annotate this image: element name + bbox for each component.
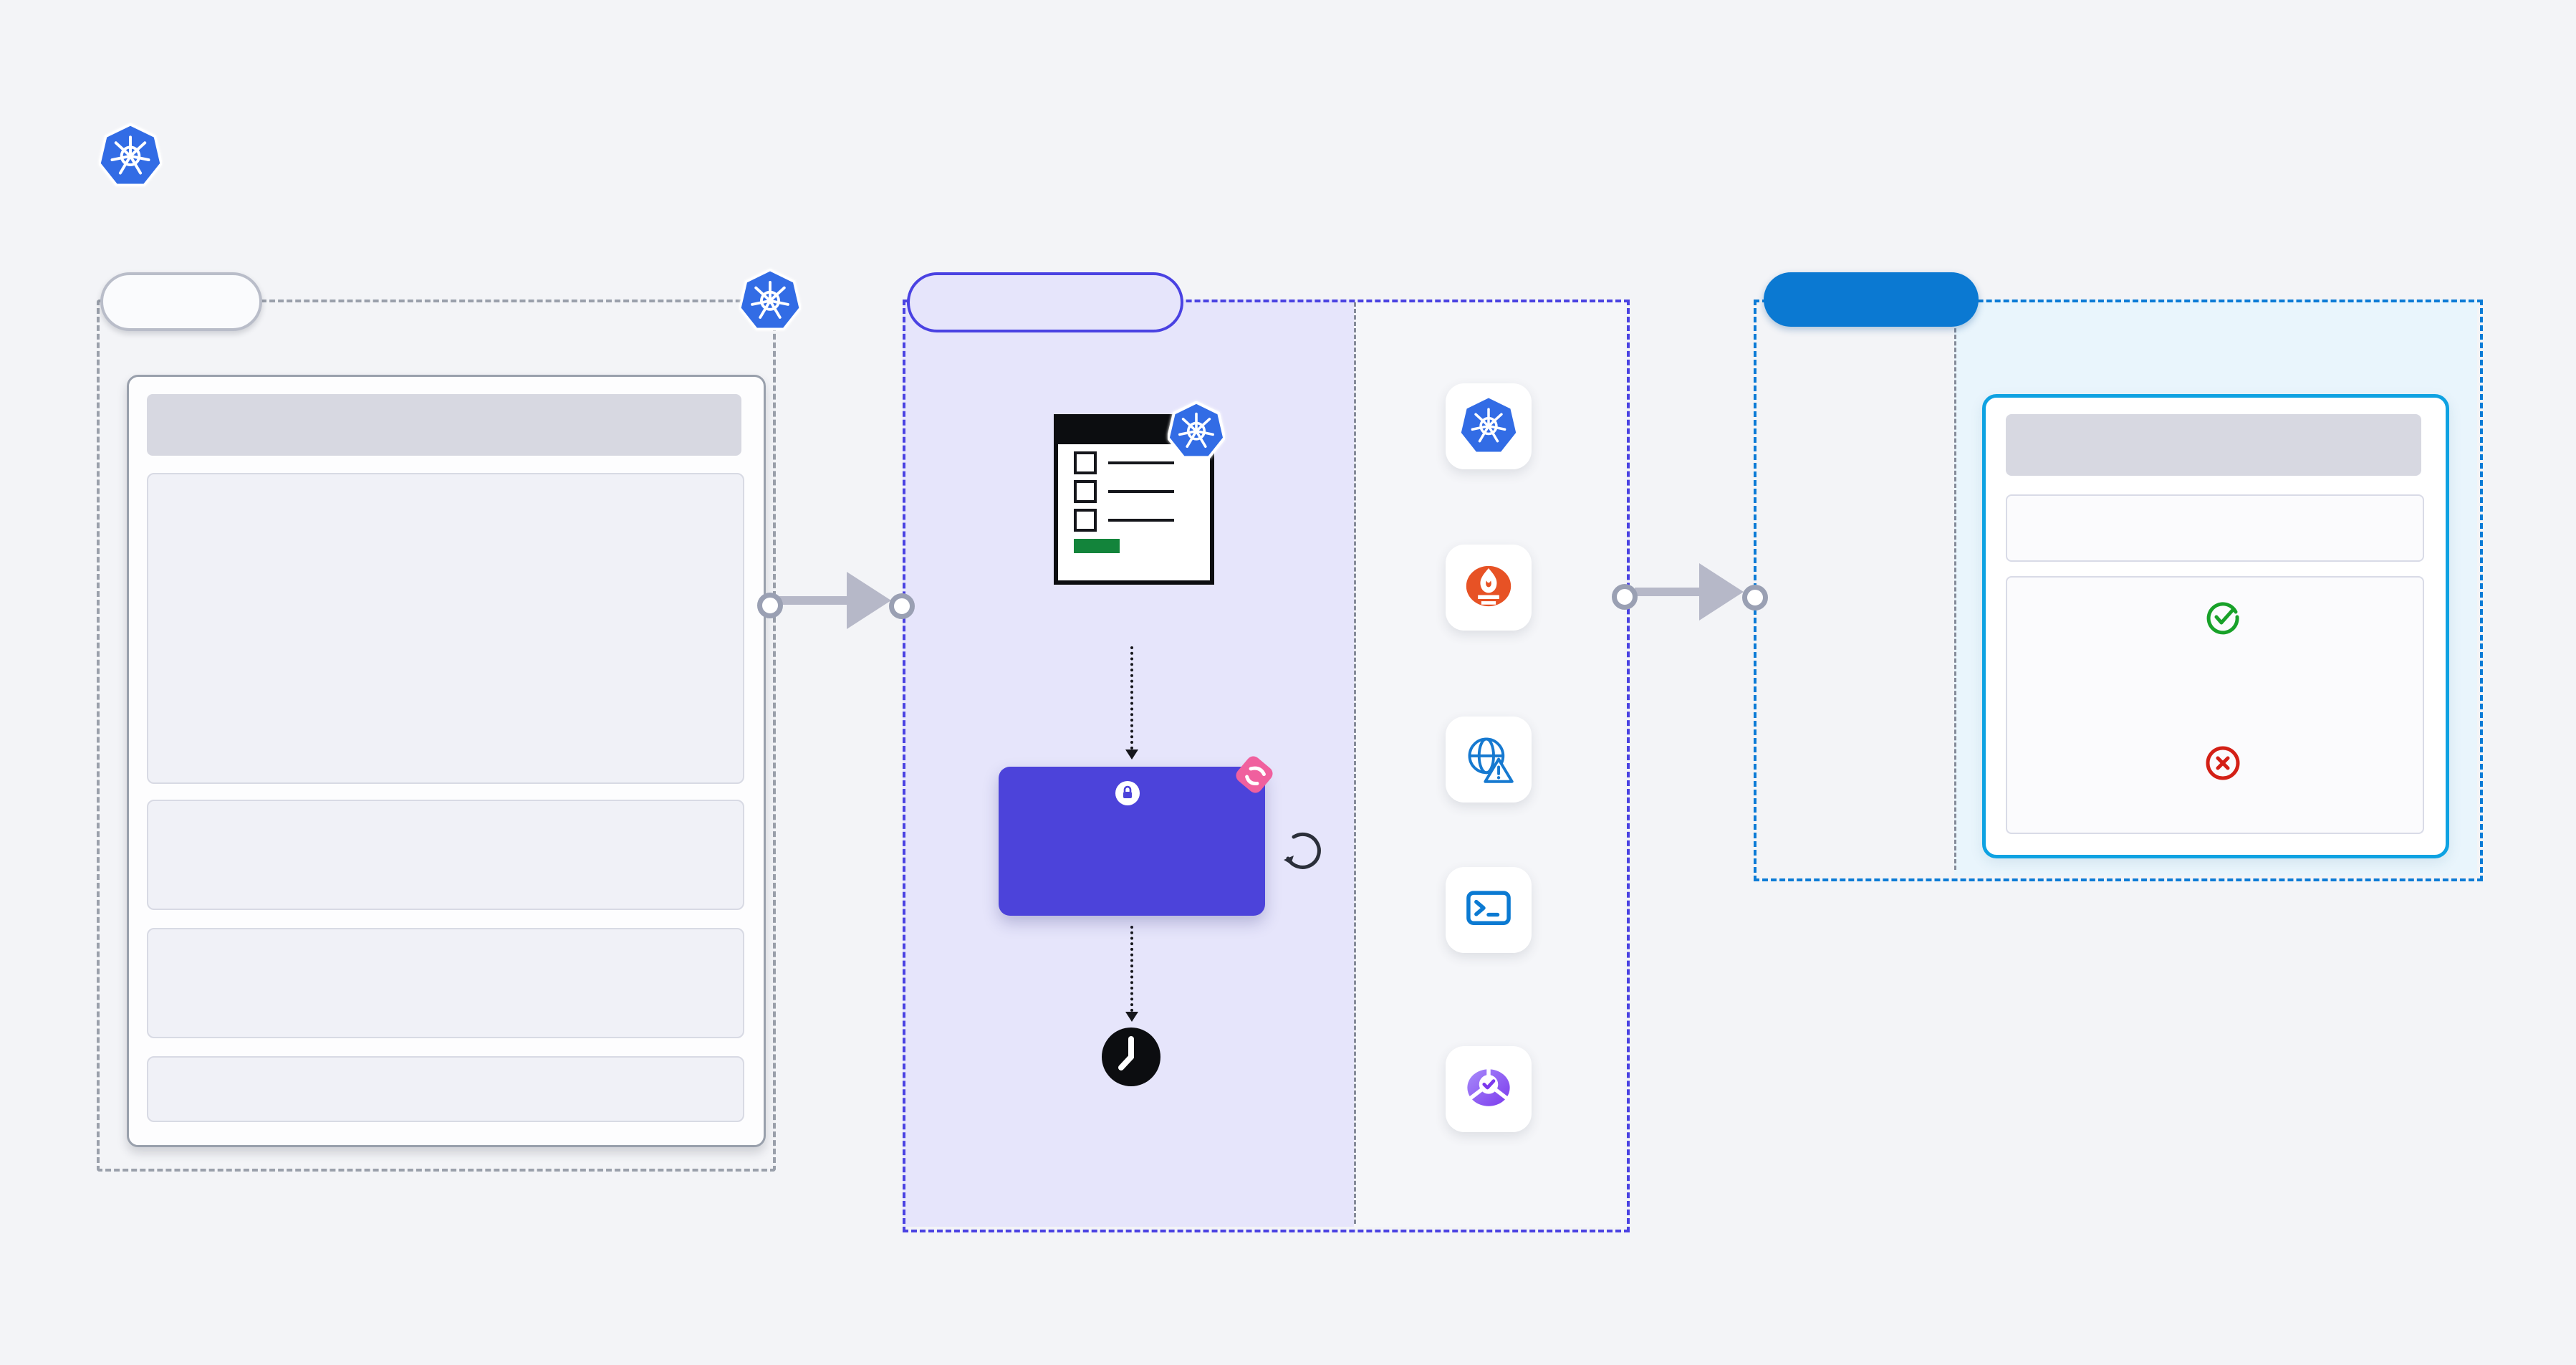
retry-loop-icon <box>1279 830 1321 875</box>
arrow-head-icon <box>847 572 891 629</box>
prometheus-icon <box>1461 558 1517 618</box>
http-probe-card <box>1446 717 1532 803</box>
sequence-row <box>147 1056 744 1122</box>
container-runtime-row <box>147 800 744 910</box>
srm-slo-probe-card <box>1446 1046 1532 1132</box>
probe-results-row <box>2006 576 2424 834</box>
result-badge <box>1764 272 1979 327</box>
failed-x-icon <box>2205 745 2241 785</box>
status-badge-errored <box>1784 487 1821 502</box>
kubernetes-icon <box>97 123 163 190</box>
chaos-interval-clock-icon <box>1100 1026 1162 1091</box>
slo-gauge-icon <box>1461 1060 1517 1119</box>
pod-checkbox-row <box>1074 451 1210 474</box>
http-globe-icon <box>1461 730 1517 790</box>
execution-to-result-arrow <box>1635 588 1706 596</box>
arrow-head-icon <box>1125 1012 1138 1022</box>
chaos-tooltip <box>999 767 1265 916</box>
lock-icon <box>1115 781 1140 809</box>
kubernetes-icon <box>738 268 802 334</box>
flow-connector <box>1130 646 1133 749</box>
metrics-row <box>2006 494 2424 562</box>
socket-path-row <box>147 928 744 1038</box>
arrow-head-icon <box>1699 563 1744 621</box>
status-badge-completed <box>1784 430 1821 444</box>
connector-node <box>889 593 915 619</box>
tune-badge <box>100 272 262 331</box>
connector-node <box>1742 585 1768 610</box>
app-details-row <box>147 473 744 784</box>
tune-to-execution-arrow <box>779 596 860 605</box>
k8s-probe-card <box>1446 383 1532 469</box>
probes-divider <box>1354 302 1356 1224</box>
status-badge-queued <box>1784 545 1821 559</box>
execution-badge <box>907 272 1183 332</box>
command-probe-card <box>1446 867 1532 953</box>
status-divider <box>1954 302 1956 870</box>
user-inputs-title <box>147 394 741 456</box>
pod-checkbox-row <box>1074 480 1210 503</box>
passed-check-icon <box>2205 599 2241 638</box>
pod-checkbox-row <box>1074 509 1210 532</box>
connector-node <box>757 593 783 618</box>
connector-node <box>1612 584 1638 610</box>
status-badge-incompleted <box>1784 602 1821 616</box>
chaos-faults-icon <box>1231 751 1278 802</box>
output-title <box>2006 414 2421 476</box>
k8s-icon <box>1461 397 1517 456</box>
terminal-icon <box>1461 881 1517 940</box>
prometheus-probe-card <box>1446 545 1532 631</box>
pod-progress-bar <box>1074 539 1120 553</box>
arrow-head-icon <box>1125 749 1138 760</box>
flow-connector <box>1130 926 1133 1012</box>
kubernetes-icon <box>1166 401 1226 462</box>
